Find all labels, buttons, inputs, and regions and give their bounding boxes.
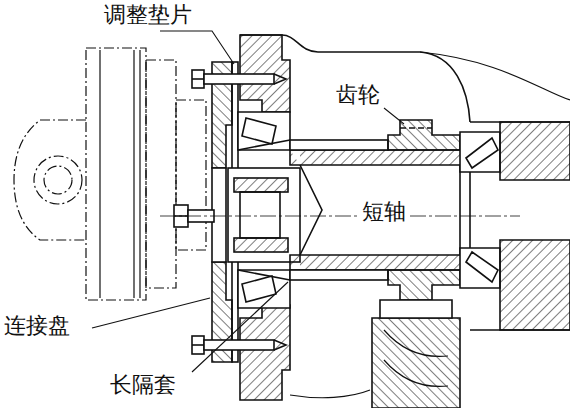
- phantom-joint: [14, 48, 206, 300]
- drawing-lines: [14, 31, 570, 408]
- leader-lines: [92, 31, 404, 372]
- part-label: 调整垫片: [102, 2, 194, 27]
- part-label: 长隔套: [108, 372, 178, 397]
- part-label: 短轴: [360, 199, 408, 224]
- part-label: 齿轮: [334, 82, 382, 107]
- part-label: 连接盘: [2, 313, 72, 338]
